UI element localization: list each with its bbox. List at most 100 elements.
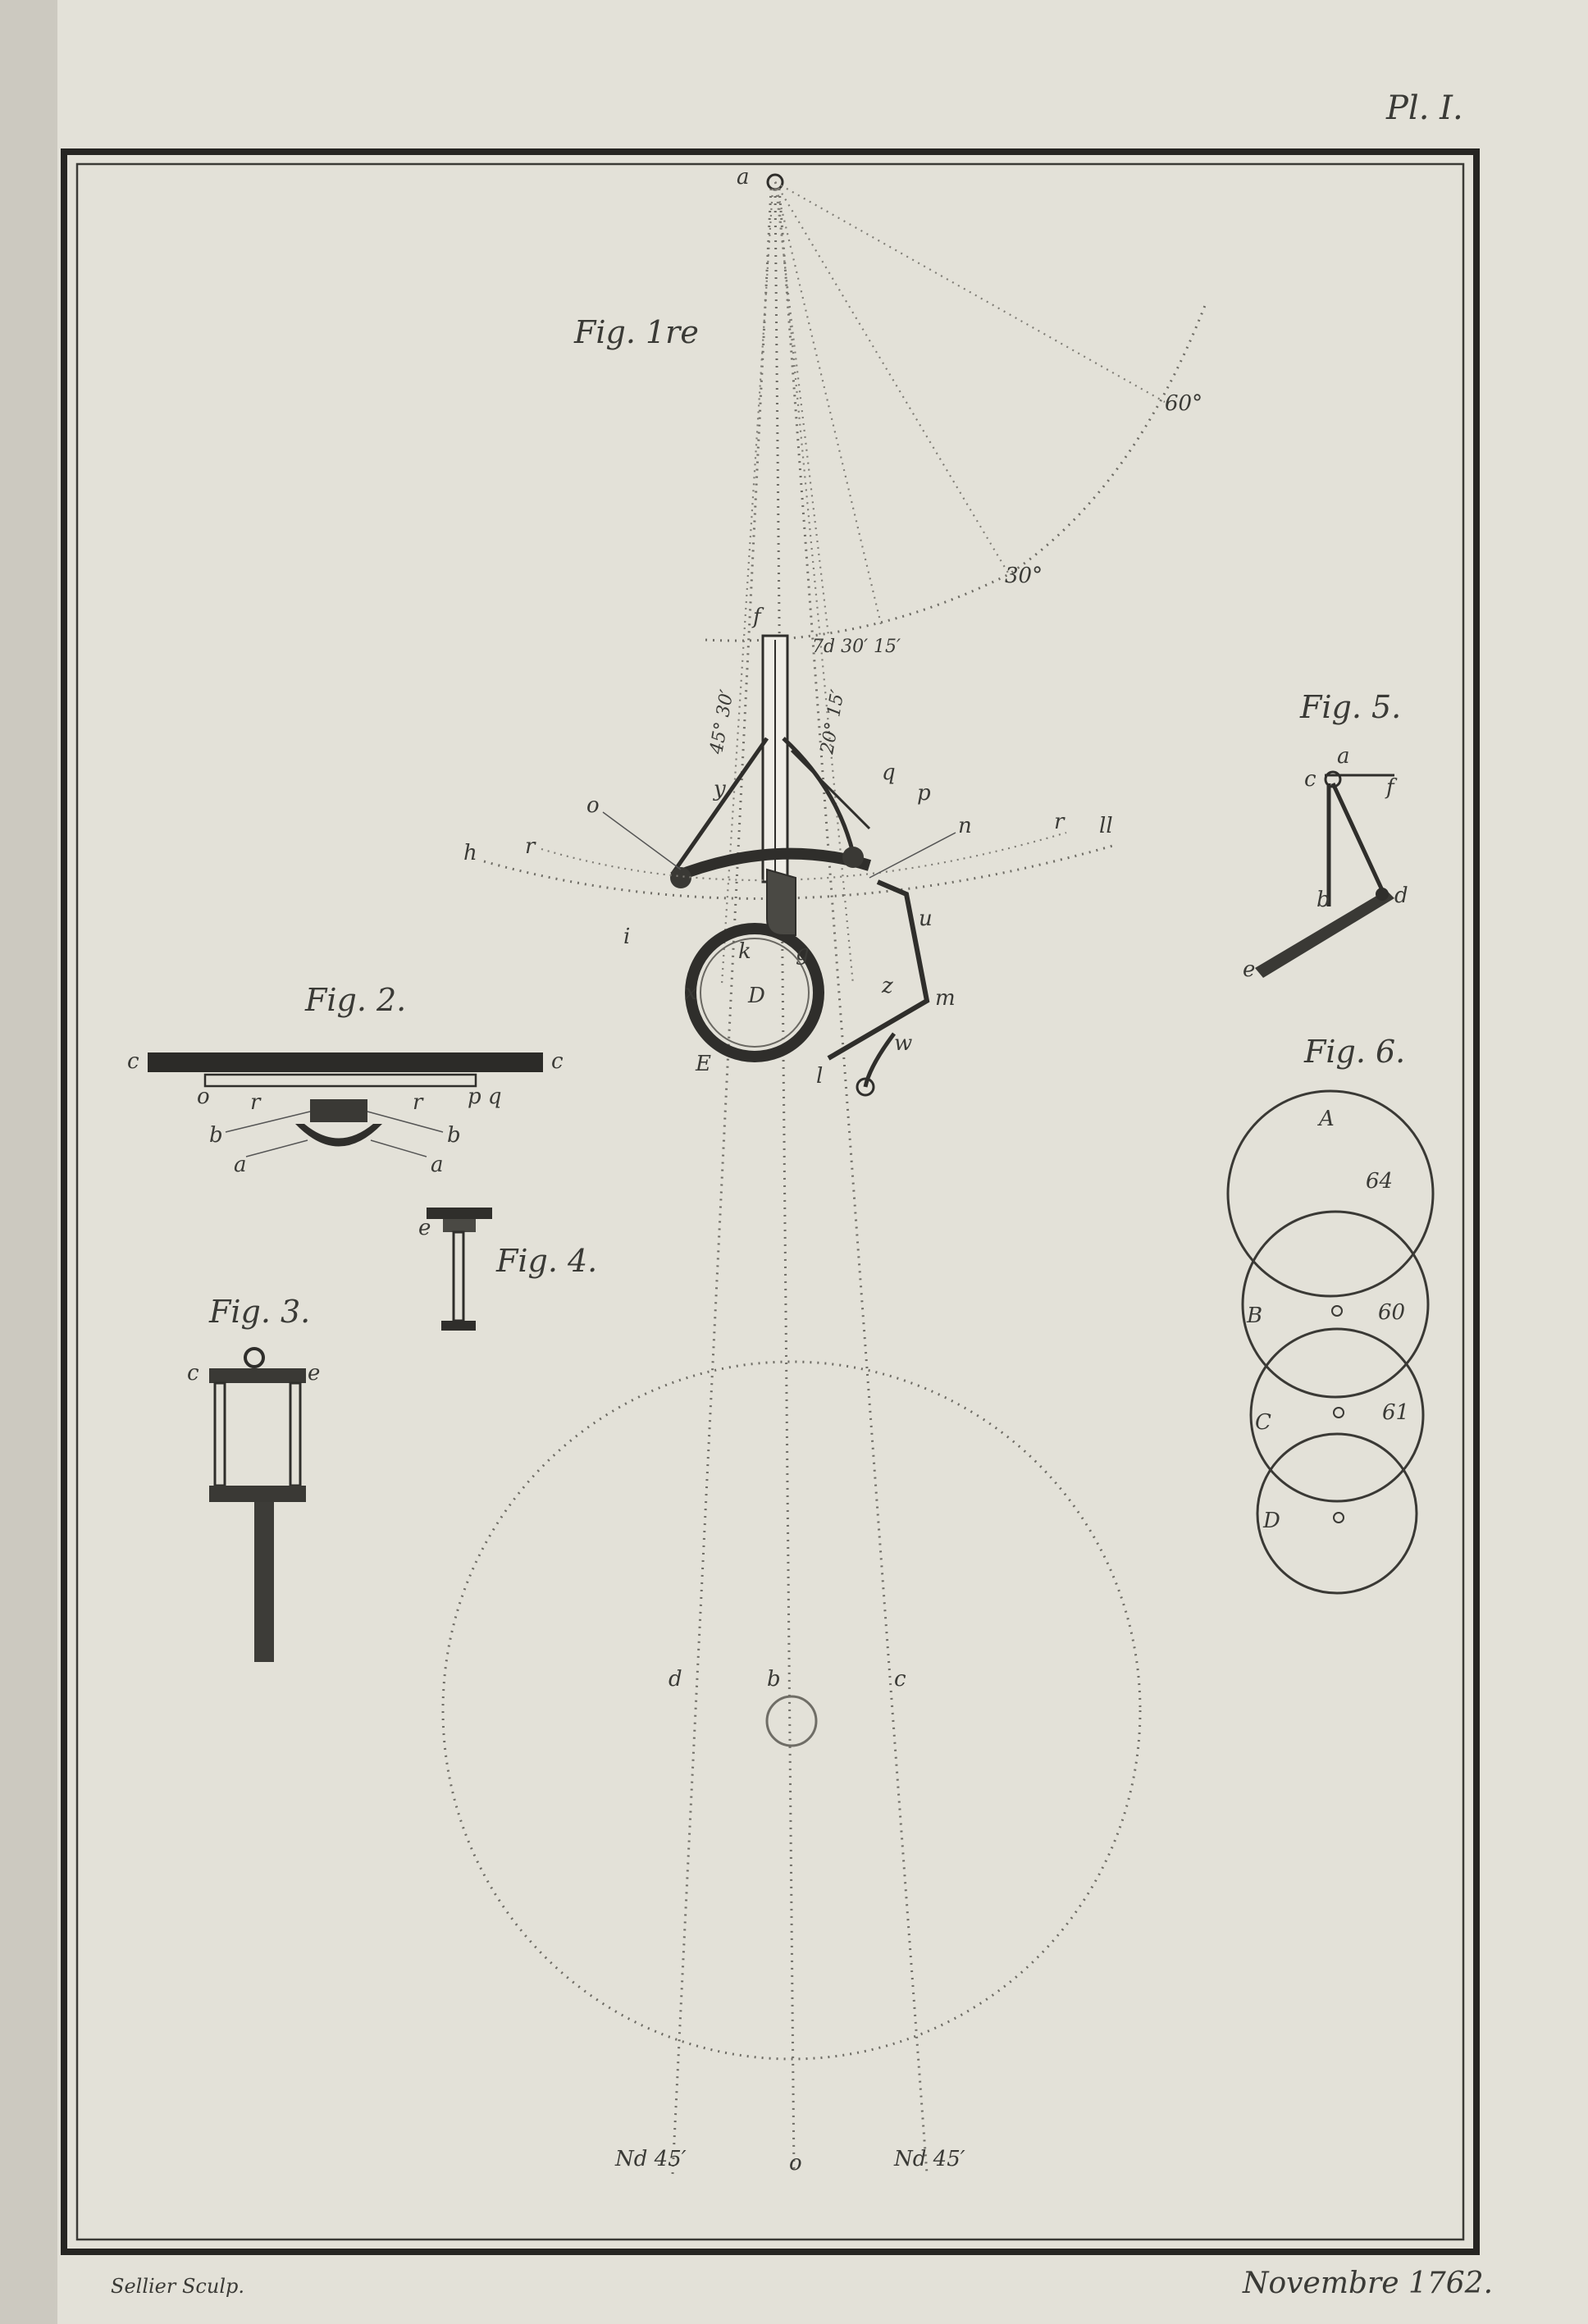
fig1-label-r-right: r — [1054, 810, 1066, 834]
fig5-label-e: e — [1243, 957, 1255, 982]
fig2-label-b1: b — [209, 1123, 223, 1148]
radial-60 — [774, 181, 1166, 403]
fig3-ring — [244, 1347, 265, 1368]
lever-u — [827, 879, 930, 1061]
fig2-bar — [148, 1052, 543, 1072]
fig6-circle-A — [1226, 1089, 1435, 1298]
fig3-label-e: e — [308, 1361, 320, 1386]
frame-outer — [61, 148, 1480, 2255]
fig1-label-l: l — [816, 1064, 823, 1089]
fig2-label-r1: r — [250, 1090, 262, 1115]
fig6-label-A: A — [1317, 1107, 1335, 1131]
frame-inner — [75, 162, 1465, 2241]
fig1-label-b: b — [767, 1667, 781, 1692]
fig2-label-a2: a — [431, 1153, 444, 1177]
fig1-label-x: x — [685, 980, 697, 1005]
fig2-label-b2: b — [447, 1123, 461, 1148]
fig4-cap — [443, 1219, 476, 1232]
fig2-title: Fig. 2. — [304, 982, 406, 1018]
fig1-label-h: h — [463, 841, 477, 865]
fig1-label-m: m — [935, 986, 956, 1011]
figure-4: Fig. 4. e — [418, 1208, 597, 1331]
fig6-num-60: 60 — [1378, 1300, 1405, 1325]
fig5-pivot-d — [1376, 888, 1389, 901]
fig1-label-D: D — [747, 984, 765, 1008]
fig5-pivot-a — [1324, 770, 1342, 788]
fig6-num-61: 61 — [1382, 1400, 1409, 1425]
fig6-circle-C — [1249, 1327, 1425, 1503]
radial-15 — [773, 181, 883, 628]
fig2-label-a1: a — [234, 1153, 247, 1177]
hanger-k — [766, 868, 796, 936]
fig1-label-i: i — [623, 925, 630, 949]
fig1-label-a: a — [737, 165, 750, 189]
fig5-label-b: b — [1316, 888, 1330, 912]
figure-3: Fig. 3. c e — [187, 1294, 320, 1662]
page-shadow — [0, 0, 57, 2324]
fig5-label-d: d — [1394, 883, 1408, 908]
fork-arm-q — [782, 737, 856, 854]
lever-w — [863, 1032, 897, 1088]
fig6-num-64: 64 — [1366, 1169, 1393, 1194]
fork-arm-y — [670, 737, 769, 875]
fig6-dot-D — [1333, 1512, 1344, 1523]
fig5-rod-right — [1330, 782, 1385, 892]
line-left2 — [720, 188, 774, 985]
fig2-label-p: p q — [468, 1084, 502, 1109]
leader-n — [869, 832, 956, 879]
fig2-leader-a2 — [370, 1139, 427, 1157]
fork-arm-q2 — [790, 749, 871, 830]
fig4-foot — [441, 1321, 476, 1331]
plate-number: Pl. I. — [1385, 89, 1463, 127]
fig6-circle-B — [1241, 1210, 1430, 1399]
large-circle — [441, 1360, 1142, 2061]
fig2-label-r2: r — [413, 1090, 424, 1115]
fig6-dot-C — [1333, 1407, 1344, 1418]
plate-date: Novembre 1762. — [1242, 2267, 1493, 2300]
fig1-label-c: c — [894, 1667, 906, 1692]
figure-6: Fig. 6. A B C D 64 60 61 — [1226, 1034, 1435, 1595]
fig6-circle-D — [1256, 1432, 1418, 1595]
fig2-label-o: o — [197, 1084, 210, 1109]
fig1-label-y: y — [713, 777, 726, 801]
fig3-bottom-bar — [209, 1486, 306, 1502]
figure-5: Fig. 5. c a f b d e — [1243, 689, 1408, 982]
fig1-label-q: q — [882, 760, 896, 785]
fig1-label-z: z — [881, 974, 893, 998]
bottom-angle-right: Nd 45′ — [893, 2147, 965, 2171]
line-b — [773, 188, 796, 2175]
fig1-label-u: u — [919, 906, 933, 931]
ring-inner — [700, 938, 810, 1048]
fig1-label-g: g — [796, 941, 810, 966]
angle-60: 60° — [1165, 391, 1202, 416]
angle-30: 30° — [1005, 564, 1043, 588]
fig3-title: Fig. 3. — [208, 1294, 310, 1330]
fig2-plate — [203, 1073, 477, 1088]
fig2-label-c-left: c — [127, 1049, 139, 1074]
fig1-label-r-left: r — [525, 834, 536, 859]
fig5-label-c: c — [1304, 767, 1316, 792]
fig5-label-a: a — [1337, 744, 1350, 769]
fig5-base — [1255, 890, 1394, 978]
fig6-title: Fig. 6. — [1303, 1034, 1405, 1070]
pivot-left — [670, 867, 691, 888]
engraver-credit: Sellier Sculp. — [111, 2275, 244, 2298]
fig4-label-e: e — [418, 1216, 431, 1240]
fig4-title: Fig. 4. — [495, 1243, 597, 1279]
fig4-top — [427, 1208, 492, 1219]
fig3-top-bar — [209, 1368, 306, 1383]
fig6-label-B: B — [1246, 1304, 1262, 1328]
fig2-leader-a1 — [245, 1139, 308, 1157]
fig1-label-E: E — [695, 1052, 711, 1076]
fig1-label-n: n — [958, 814, 972, 838]
fig6-label-C: C — [1255, 1410, 1271, 1435]
fig2-block — [310, 1099, 367, 1122]
fig6-label-D: D — [1262, 1509, 1280, 1533]
figure-2: Fig. 2. c c o r r p q b b a a — [127, 982, 564, 1177]
fig1-title: Fig. 1re — [573, 314, 699, 350]
fig1-label-p: p — [917, 781, 931, 806]
arc-h — [483, 843, 1116, 900]
radial-7 — [773, 181, 830, 637]
fig2-label-c-right: c — [551, 1049, 564, 1074]
